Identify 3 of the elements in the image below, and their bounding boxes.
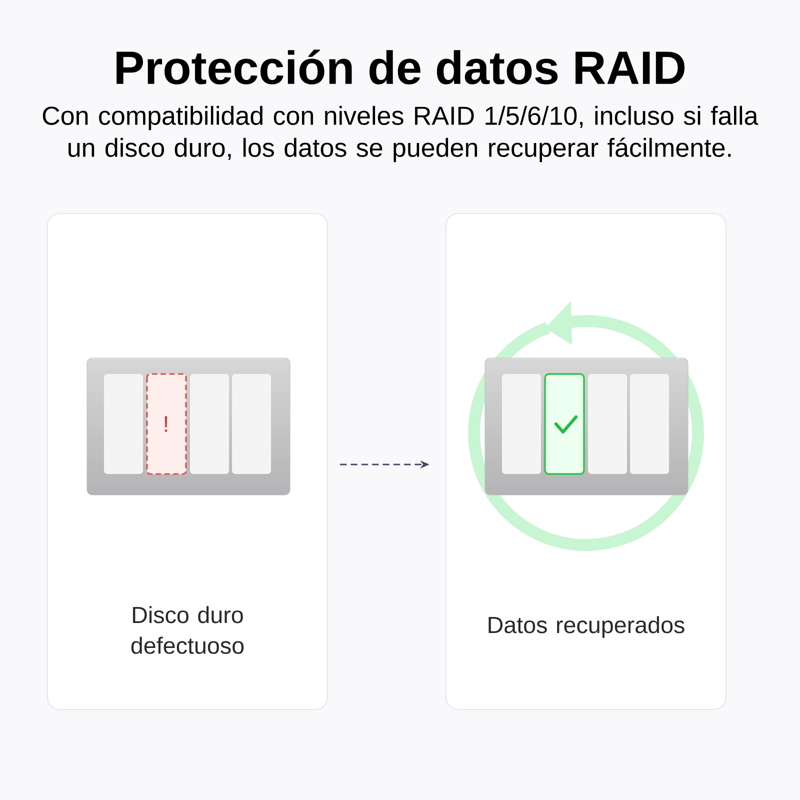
subtitle: Con compatibilidad con niveles RAID 1/5/6/10, incluso si falla un disco duro, los datos se pueden recuperar fácilmente.: [42, 106, 758, 162]
warning-mark: !: [164, 416, 168, 432]
title: Protección de datos RAID: [116, 50, 685, 84]
